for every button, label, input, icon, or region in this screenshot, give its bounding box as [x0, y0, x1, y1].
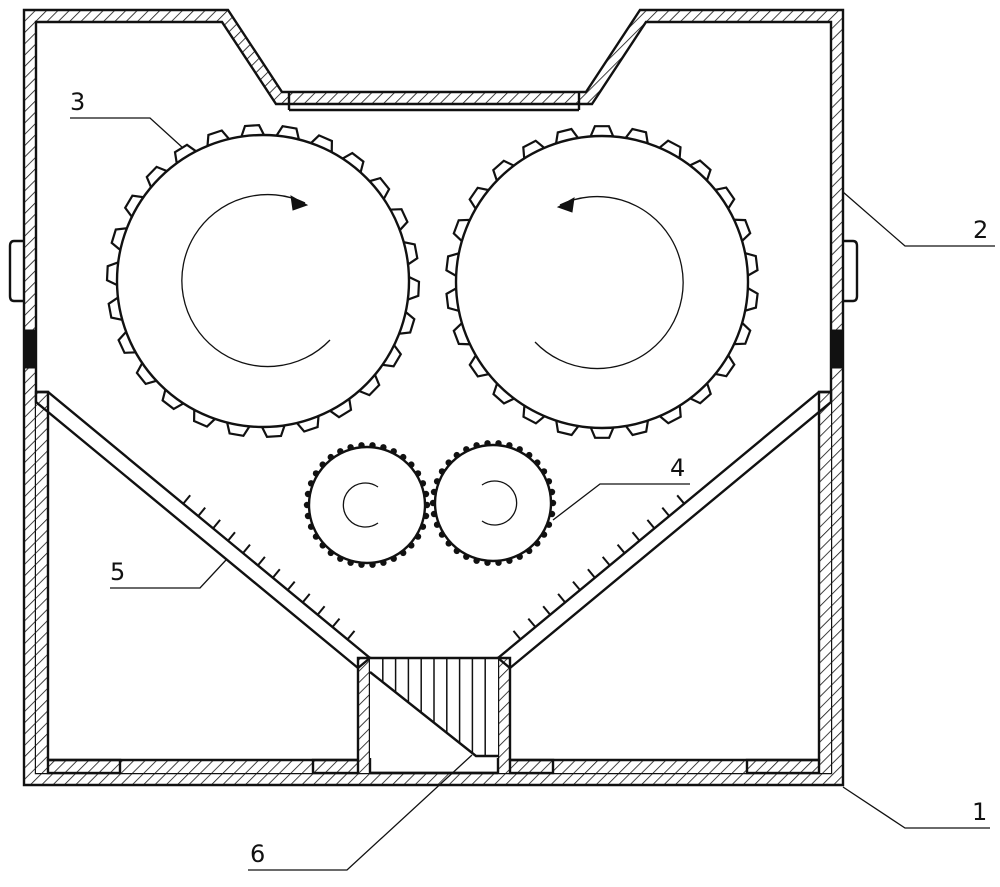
callout-2: 2 [843, 192, 995, 246]
plate-tooth [348, 631, 355, 640]
small-right-roller [430, 440, 556, 566]
right-inner-compartment [498, 392, 831, 773]
plate-tooth [558, 594, 565, 603]
large-left-roller [107, 125, 419, 437]
plate-tooth [543, 606, 550, 615]
plate-tooth [588, 569, 595, 578]
plate-tooth [213, 520, 220, 529]
callout-4: 4 [553, 454, 690, 520]
plate-tooth [528, 619, 535, 627]
plate-tooth [514, 631, 521, 640]
small-left-roller [304, 442, 430, 568]
plate-tooth [273, 569, 280, 578]
callout-3: 3 [70, 88, 183, 148]
plate-tooth [288, 582, 295, 590]
callout-number: 5 [110, 558, 125, 586]
plate-tooth [618, 545, 625, 554]
callout-number: 4 [670, 454, 685, 482]
right-sloped-guide-plate [498, 392, 831, 668]
plate-tooth [603, 557, 610, 566]
discharge-chute [370, 658, 498, 773]
plate-tooth [243, 545, 250, 554]
plate-tooth [258, 557, 265, 566]
callout-number: 6 [250, 840, 265, 868]
callout-number: 2 [973, 216, 988, 244]
plate-tooth [573, 582, 580, 590]
large-right-roller [446, 126, 757, 438]
plate-tooth [333, 619, 340, 627]
plate-tooth [303, 594, 310, 603]
callout-5: 5 [110, 558, 226, 588]
plate-tooth [633, 532, 640, 541]
plate-tooth [647, 520, 654, 529]
plate-tooth [677, 495, 684, 503]
plate-tooth [228, 532, 235, 541]
plate-tooth [198, 508, 205, 516]
callout-1: 1 [843, 787, 990, 828]
plate-tooth [183, 495, 190, 504]
callout-number: 1 [972, 798, 987, 826]
callout-number: 3 [70, 88, 85, 116]
plate-tooth [662, 508, 669, 516]
left-inner-compartment [36, 392, 370, 773]
plate-tooth [318, 606, 325, 615]
